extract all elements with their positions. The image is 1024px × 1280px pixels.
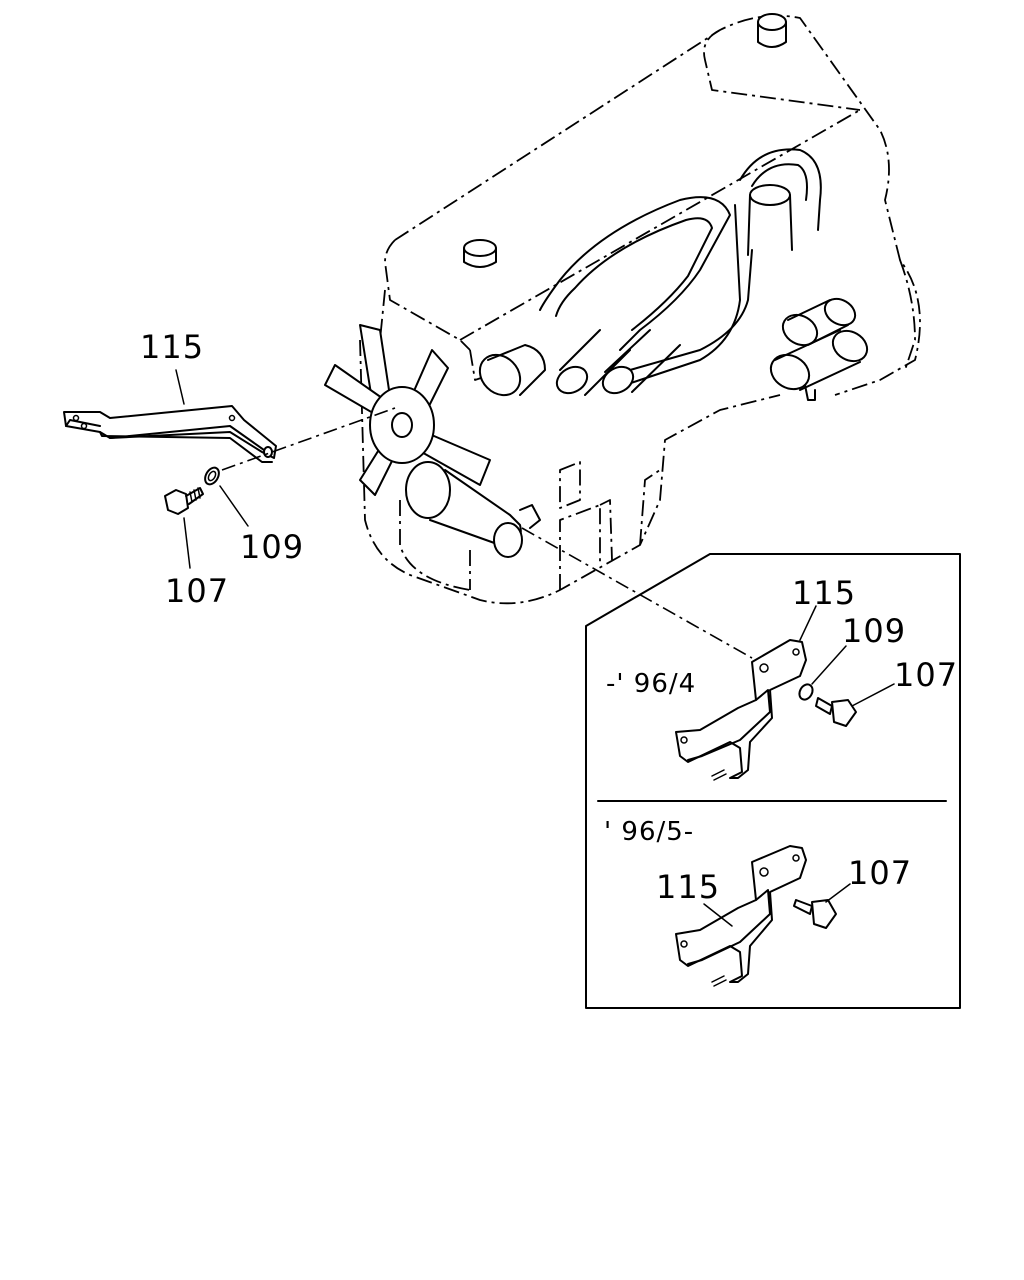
engine-outline <box>359 13 921 605</box>
label-115-late: 115 <box>656 868 720 906</box>
label-115-main: 115 <box>140 328 204 366</box>
leader-109-early <box>811 645 847 685</box>
leader-107-early <box>851 683 895 707</box>
bolt-107-main <box>164 487 204 515</box>
inset-frame <box>585 553 961 1009</box>
bracket-115-late <box>675 845 807 987</box>
leader-107-late <box>825 883 851 903</box>
washer-109-early <box>798 683 814 701</box>
leader-109-main <box>219 485 249 527</box>
bracket-115-main <box>63 405 277 463</box>
bolt-107-early <box>815 697 857 727</box>
leader-115-main <box>175 369 185 405</box>
bolt-107-late <box>793 899 837 929</box>
label-109-main: 109 <box>240 528 304 566</box>
leader-107-main <box>183 517 191 569</box>
period-late: ' 96/5- <box>604 817 694 847</box>
washer-109-main <box>204 466 220 486</box>
period-early: -' 96/4 <box>606 669 696 699</box>
label-115-early: 115 <box>792 574 856 612</box>
label-107-early: 107 <box>894 656 958 694</box>
centerline-inset <box>521 527 753 659</box>
cooling-fan <box>324 324 541 558</box>
bracket-115-early <box>675 639 807 781</box>
label-107-main: 107 <box>165 572 229 610</box>
centerline-main <box>221 407 396 471</box>
label-109-early: 109 <box>842 612 906 650</box>
leader-115-late <box>703 903 733 927</box>
leader-115-early <box>799 605 817 641</box>
label-107-late: 107 <box>848 854 912 892</box>
